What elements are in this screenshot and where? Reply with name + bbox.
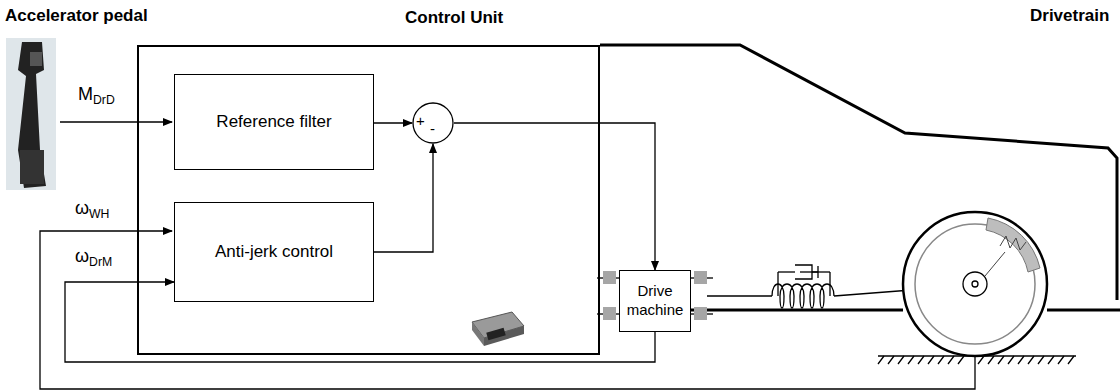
machine-box: Drive machine [619,270,691,332]
signal-wire [60,121,172,122]
sign-mark: - [430,121,435,136]
sign-mark: + [416,113,425,128]
control-unit-box: Control UnitReference filterAnti-jerk co… [137,45,600,355]
signal-connector [374,144,433,252]
pedal-picture [6,38,56,190]
ecu-picture [472,312,524,346]
signal-connector [454,123,655,270]
drivetrain-heading: Drivetrain [1030,6,1109,26]
box-text: Reference filter [175,75,373,169]
process-box: Anti-jerk control [174,202,374,302]
signal-name: MDrD [78,84,115,107]
ground-symbol [878,356,1076,364]
process-box: Reference filter [174,74,374,170]
pedal-heading: Accelerator pedal [5,6,148,26]
wheel-symbol [903,212,1047,356]
box-text: Drive machine [620,271,690,331]
signal-name: ωDrM [75,246,112,269]
unit-heading: Control Unit [405,8,503,28]
box-text: Anti-jerk control [175,203,373,301]
car-outline [1047,309,1120,312]
summing-junction: +- [412,102,454,144]
car-outline [680,309,903,312]
signal-name: ωWH [75,198,109,221]
signal-connector [374,122,412,123]
